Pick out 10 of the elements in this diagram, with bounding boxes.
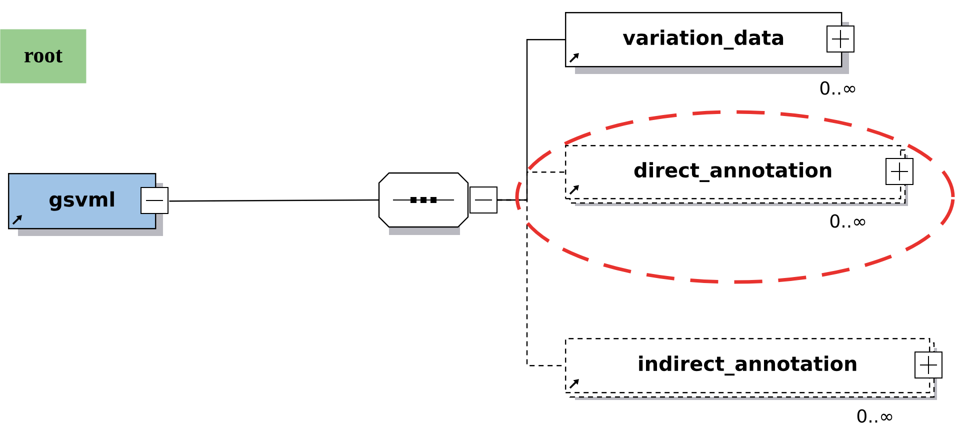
optional-element-box: indirect_annotation (565, 338, 942, 400)
element-box: gsvml (8, 173, 168, 236)
cardinality-label: 0..∞ (857, 409, 892, 423)
root-label: root (0, 29, 86, 84)
cardinality-label: 0..∞ (830, 214, 866, 228)
connector-line (169, 199, 379, 202)
sequence-compositor (378, 172, 498, 235)
cardinality-label: 0..∞ (820, 81, 856, 95)
element-box: variation_data (565, 12, 854, 74)
optional-element-box: direct_annotation (565, 145, 914, 206)
